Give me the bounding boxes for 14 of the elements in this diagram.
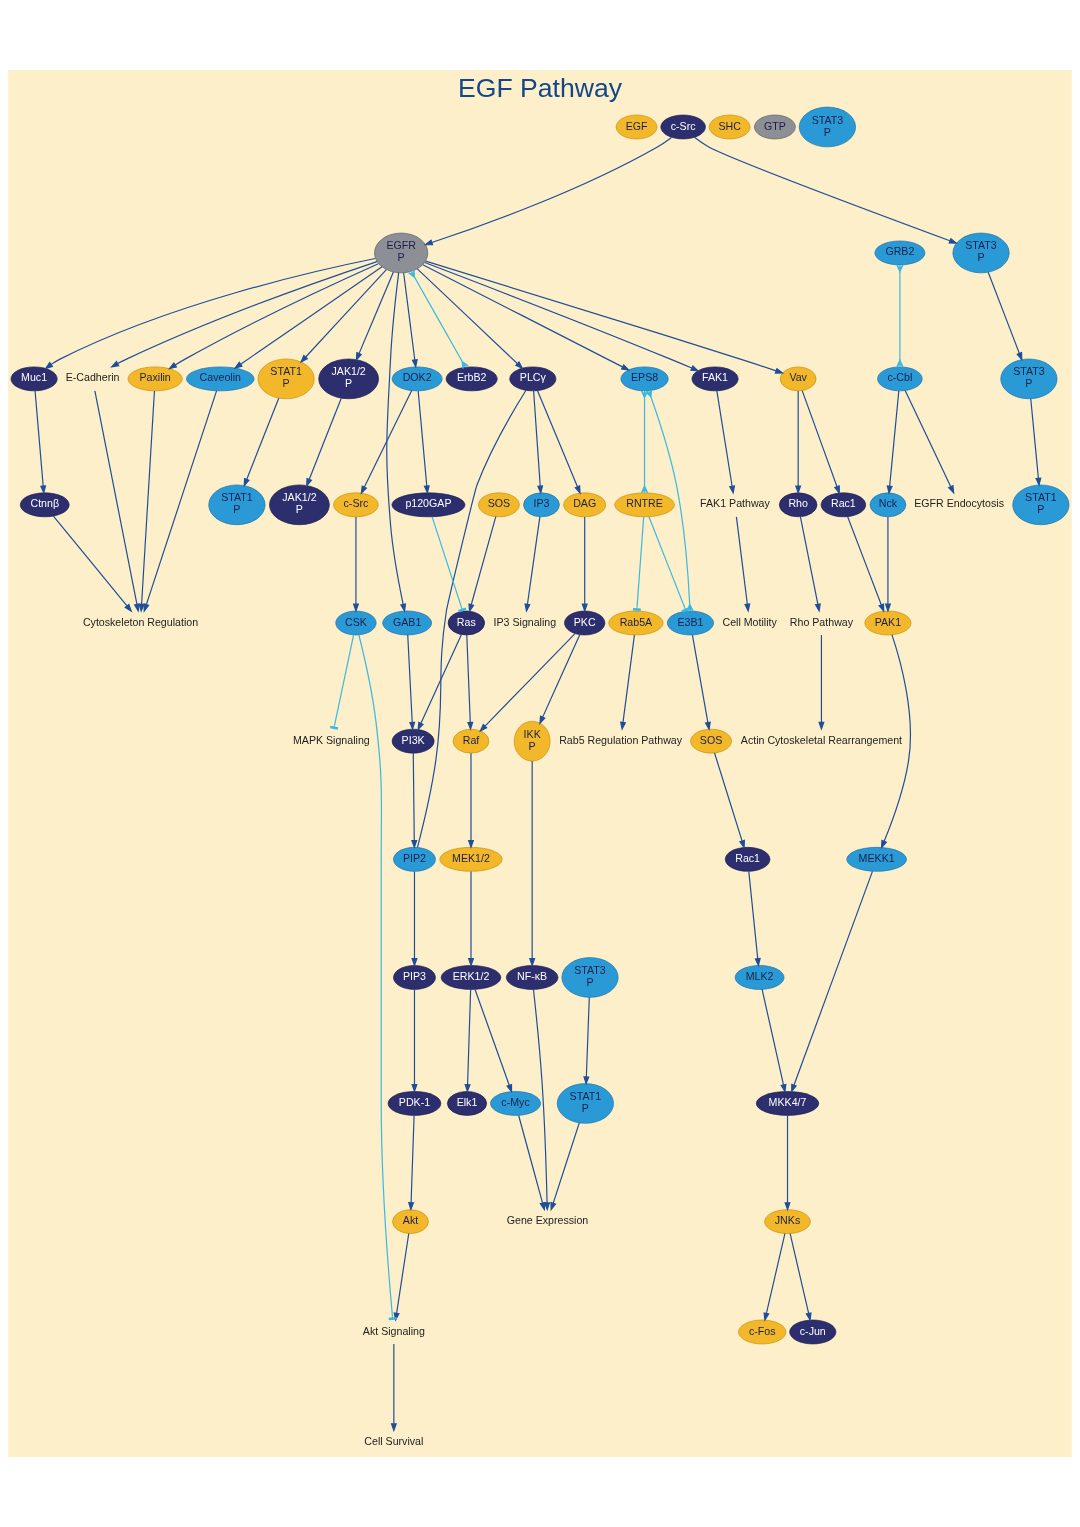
node-text: Gene Expression — [506, 1214, 589, 1227]
diagram-title: EGF Pathway — [458, 72, 622, 103]
node-text: Cytoskeleton Regulation — [82, 615, 199, 628]
node-text: IP3 Signaling — [493, 615, 557, 628]
node-text: EGFR Endocytosis — [914, 497, 1004, 510]
node-text: Akt Signaling — [362, 1324, 425, 1337]
node-text: MAPK Signaling — [292, 733, 370, 746]
node-text: FAK1 Pathway — [700, 497, 770, 510]
node-text: Actin Cytoskeletal Rearrangement — [740, 733, 903, 746]
node-text: Cell Survival — [364, 1434, 424, 1447]
node-text: Cell Motility — [722, 615, 777, 628]
node-text: Rho Pathway — [789, 615, 854, 628]
node-text: Rab5 Regulation Pathway — [559, 733, 683, 746]
node-text: E-Cadherin — [65, 371, 120, 384]
